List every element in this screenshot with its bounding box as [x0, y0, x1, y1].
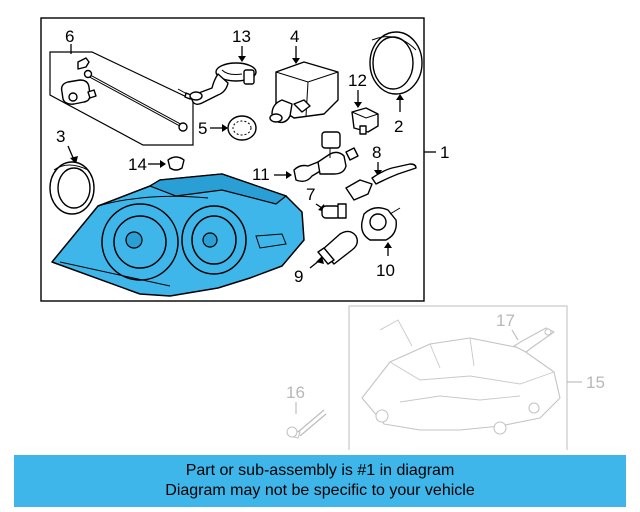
part-10-socket[interactable]: 10: [360, 207, 401, 280]
callout-11[interactable]: 11: [252, 165, 270, 184]
part-15-bracket[interactable]: [361, 319, 561, 435]
callout-16[interactable]: 16: [286, 383, 305, 402]
banner-line-1: Part or sub-assembly is #1 in diagram: [185, 462, 455, 479]
part-4-actuator[interactable]: 4: [269, 27, 339, 124]
callout-14[interactable]: 14: [128, 155, 147, 174]
part-12-socket[interactable]: 12: [348, 71, 379, 135]
part-3-cap[interactable]: 3: [49, 127, 95, 215]
banner-line-2: Diagram may not be specific to your vehi…: [165, 482, 475, 499]
clip-part: [77, 57, 90, 70]
callout-1[interactable]: 1: [440, 143, 449, 162]
parts-diagram: 1 6 13 4: [40, 17, 605, 450]
callout-12[interactable]: 12: [348, 71, 367, 90]
part-9-bulb[interactable]: 9: [294, 230, 359, 286]
part-2-cap[interactable]: 2: [369, 31, 423, 136]
headlamp-housing[interactable]: [51, 173, 305, 297]
callout-2[interactable]: 2: [394, 117, 403, 136]
callout-13[interactable]: 13: [232, 27, 251, 46]
part-7-bulb[interactable]: 7: [306, 185, 347, 219]
callout-9[interactable]: 9: [294, 267, 303, 286]
part-16-screw[interactable]: 16: [286, 383, 327, 439]
callout-7[interactable]: 7: [306, 185, 315, 204]
part-6-group[interactable]: 6: [49, 27, 194, 146]
callout-4[interactable]: 4: [290, 27, 299, 46]
callout-3[interactable]: 3: [56, 127, 65, 146]
part-6-frame: [49, 51, 194, 146]
assembly-frame: [40, 17, 425, 302]
callout-6[interactable]: 6: [65, 27, 74, 46]
muted-frame: [348, 305, 568, 450]
callout-8[interactable]: 8: [372, 143, 381, 162]
part-8-socket[interactable]: 8: [345, 143, 417, 201]
callout-15[interactable]: 15: [586, 373, 605, 392]
part-11-bulb[interactable]: 11: [252, 131, 359, 184]
callout-10[interactable]: 10: [376, 261, 395, 280]
callout-17[interactable]: 17: [496, 311, 515, 330]
info-banner: Part or sub-assembly is #1 in diagram Di…: [14, 455, 626, 507]
part-13-bulb[interactable]: 13: [189, 27, 257, 105]
part-5-ring[interactable]: 5: [198, 115, 257, 141]
part-17-clip[interactable]: 17: [496, 311, 555, 353]
part-14-plug[interactable]: 14: [128, 155, 185, 174]
callout-5[interactable]: 5: [198, 119, 207, 138]
